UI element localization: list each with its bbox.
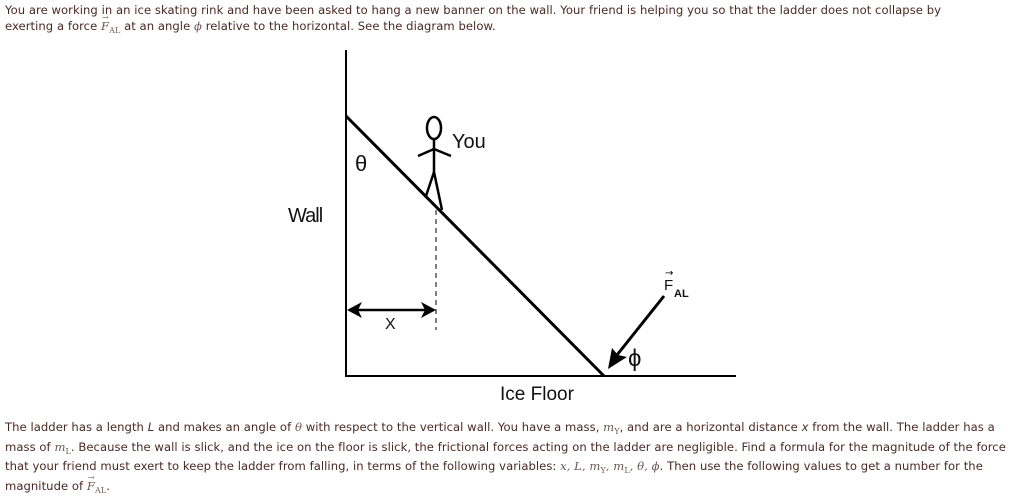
problem-paragraph: The ladder has a length L and makes an a… — [5, 420, 1015, 498]
person-label: You — [452, 131, 486, 153]
theta-label: θ — [355, 151, 367, 176]
x-distance-arrow — [347, 302, 436, 318]
ladder-line — [344, 114, 606, 378]
person-stick-figure — [417, 115, 452, 211]
ladder-diagram: You θ Wall X F AL → ϕ Ice Floor — [288, 50, 736, 405]
force-vector-arrow-icon: → — [665, 268, 673, 279]
force-vector-symbol-body: F — [87, 470, 95, 495]
phi-label: ϕ — [628, 345, 641, 372]
x-label: X — [385, 316, 396, 333]
intro-line1: You are working in an ice skating rink a… — [5, 3, 942, 17]
wall-label: Wall — [288, 205, 323, 227]
force-label-sub: AL — [674, 288, 689, 300]
phi-symbol: ϕ — [194, 18, 202, 33]
force-label: F — [664, 277, 673, 294]
intro-paragraph: You are working in an ice skating rink a… — [5, 3, 1015, 38]
floor-label: Ice Floor — [500, 384, 575, 405]
force-arrow — [608, 295, 666, 369]
force-vector-symbol: F — [101, 10, 109, 35]
